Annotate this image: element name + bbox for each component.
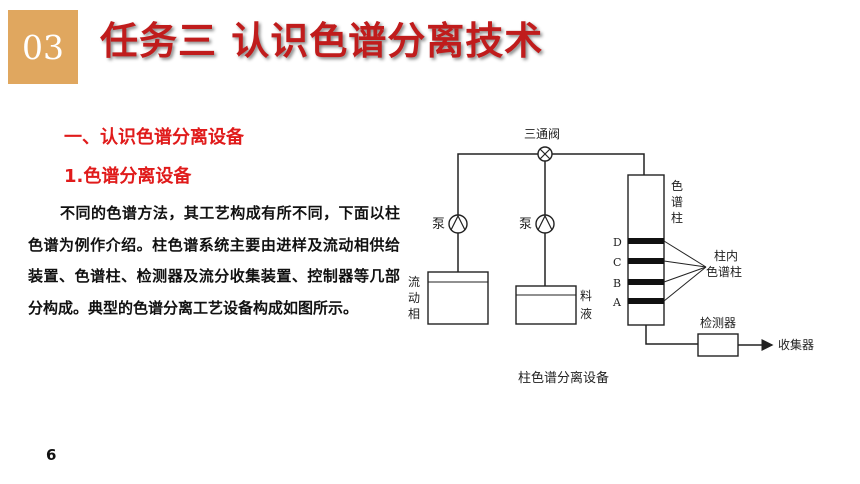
pump-right-label: 泵 (519, 217, 532, 232)
column-band-d (628, 238, 664, 244)
body-paragraph: 不同的色谱方法，其工艺构成有所不同，下面以柱色谱为例作介绍。柱色谱系统主要由进样… (28, 204, 400, 317)
mobile-phase-label-3: 相 (408, 307, 420, 321)
pump-right-icon (535, 214, 555, 234)
heading-level-1: 一、认识色谱分离设备 (64, 127, 244, 148)
page-title: 任务三 认识色谱分离技术 (100, 19, 544, 63)
top-pipe (457, 153, 645, 272)
column-band-c (628, 258, 664, 264)
band-letter-a: A (612, 296, 622, 309)
page-number: 6 (46, 446, 57, 464)
bands-label-2: 色谱柱 (706, 264, 742, 279)
mobile-phase-container (427, 271, 489, 325)
column-label-1: 色 (671, 179, 683, 193)
three-way-valve-icon (537, 146, 553, 162)
collector-label: 收集器 (778, 337, 814, 352)
column-label-2: 谱 (671, 195, 683, 209)
band-pointer-lines (663, 240, 707, 302)
detector-label: 检测器 (700, 315, 736, 330)
column-label-3: 柱 (671, 210, 683, 225)
diagram-caption: 柱色谱分离设备 (518, 370, 609, 386)
column-chromatography-diagram: 三通阀 泵 泵 流 动 相 料 液 D C B A 色 谱 柱 柱内 色谱柱 检… (408, 127, 814, 386)
column-band-b (628, 279, 664, 285)
pump-left-label: 泵 (432, 217, 445, 232)
mobile-phase-label-2: 动 (408, 291, 420, 305)
feed-label-1: 料 (580, 289, 592, 303)
band-letter-b: B (613, 277, 621, 290)
outlet-pipe (645, 325, 698, 345)
column-band-a (628, 298, 664, 304)
feed-liquid-container (515, 285, 577, 325)
valve-label: 三通阀 (524, 127, 560, 141)
mobile-phase-label-1: 流 (408, 275, 420, 289)
section-badge: 03 (8, 10, 78, 84)
band-letter-d: D (613, 236, 622, 249)
pump-left-icon (448, 214, 468, 234)
detector-box (697, 333, 739, 357)
heading-level-2: 1.色谱分离设备 (64, 166, 192, 187)
bands-label-1: 柱内 (714, 248, 738, 263)
feed-label-2: 液 (580, 306, 592, 321)
band-letter-c: C (613, 256, 621, 269)
